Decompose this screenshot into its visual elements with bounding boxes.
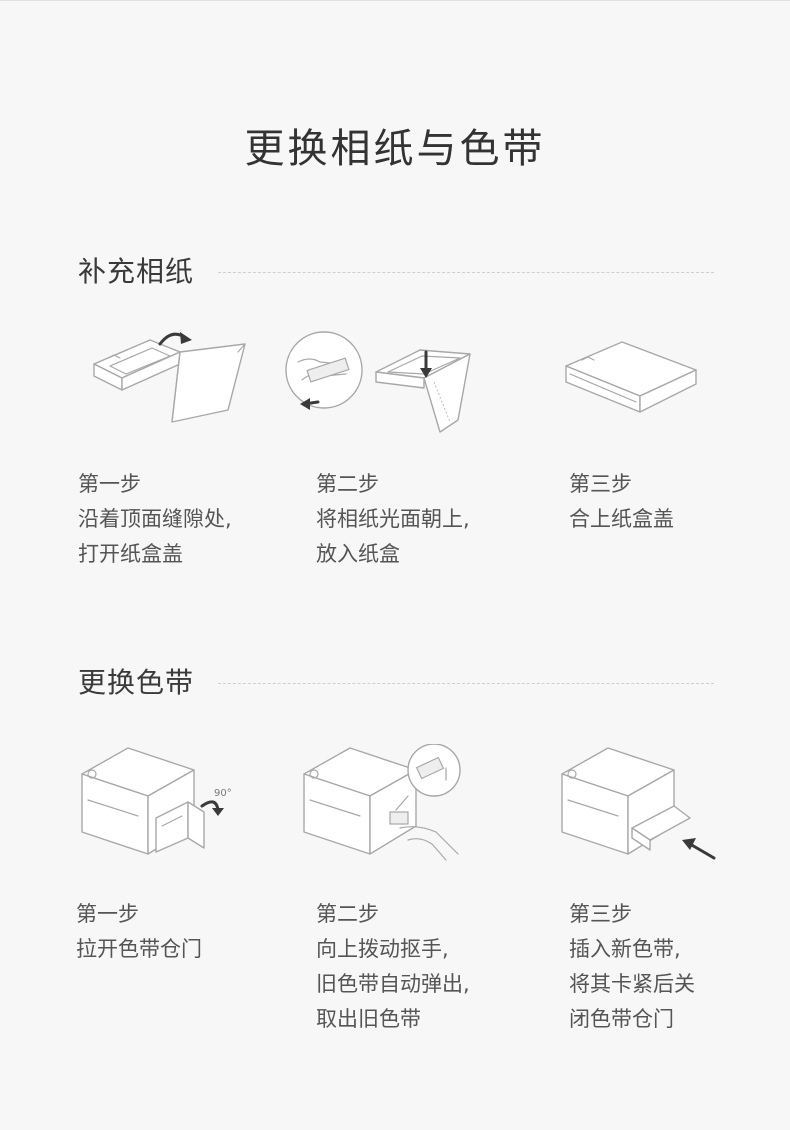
illustration-open-ribbon-door: 90° <box>78 744 268 864</box>
ribbon-step-2: 第二步 向上拨动抠手, 旧色带自动弹出, 取出旧色带 <box>316 896 526 1037</box>
section-header-ribbon: 更换色带 <box>78 665 714 701</box>
step-label: 第二步 <box>316 472 379 496</box>
illustration-insert-ribbon <box>558 744 748 864</box>
step-text-line: 打开纸盒盖 <box>78 542 183 566</box>
illustration-remove-ribbon <box>300 744 490 864</box>
section-divider-paper <box>218 272 714 273</box>
step-text-line: 将相纸光面朝上, <box>316 507 470 531</box>
step-label: 第一步 <box>76 902 139 926</box>
step-label: 第三步 <box>569 472 632 496</box>
rotation-label: 90° <box>214 788 232 799</box>
step-label: 第一步 <box>78 472 141 496</box>
ribbon-step-1: 第一步 拉开色带仓门 <box>76 896 286 967</box>
section-header-paper: 补充相纸 <box>78 254 714 290</box>
illustration-insert-paper <box>284 322 474 442</box>
step-text-line: 拉开色带仓门 <box>76 937 202 961</box>
section-divider-ribbon <box>218 683 714 684</box>
step-text-line: 闭色带仓门 <box>569 1007 674 1031</box>
step-label: 第三步 <box>569 902 632 926</box>
step-text-line: 沿着顶面缝隙处, <box>78 507 232 531</box>
page-title: 更换相纸与色带 <box>244 126 546 172</box>
step-label: 第二步 <box>316 902 379 926</box>
step-text-line: 旧色带自动弹出, <box>316 972 470 996</box>
illustration-closed-tray <box>548 322 738 442</box>
step-text-line: 插入新色带, <box>569 937 681 961</box>
section-title-paper: 补充相纸 <box>78 255 195 288</box>
ribbon-step-3: 第三步 插入新色带, 将其卡紧后关 闭色带仓门 <box>569 896 779 1037</box>
step-text-line: 将其卡紧后关 <box>569 972 695 996</box>
step-text-line: 合上纸盒盖 <box>569 507 674 531</box>
paper-step-2: 第二步 将相纸光面朝上, 放入纸盒 <box>316 466 526 572</box>
step-text-line: 向上拨动抠手, <box>316 937 449 961</box>
section-title-ribbon: 更换色带 <box>78 666 195 699</box>
paper-step-3: 第三步 合上纸盒盖 <box>569 466 779 537</box>
top-divider <box>0 0 790 1</box>
illustration-open-tray-lid <box>80 322 270 442</box>
step-text-line: 放入纸盒 <box>316 542 400 566</box>
paper-step-1: 第一步 沿着顶面缝隙处, 打开纸盒盖 <box>78 466 288 572</box>
step-text-line: 取出旧色带 <box>316 1007 421 1031</box>
